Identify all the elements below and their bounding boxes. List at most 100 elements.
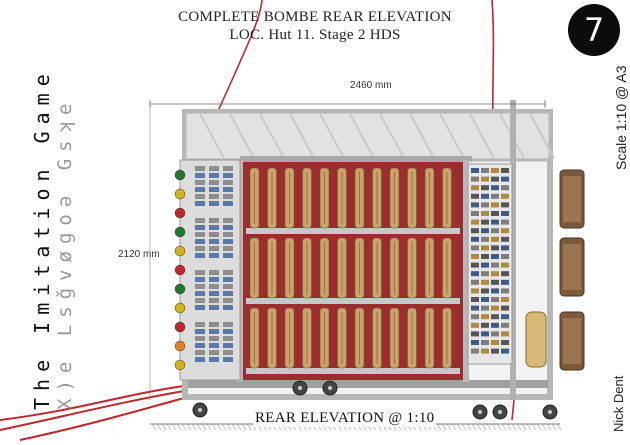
capacitor-can	[525, 311, 547, 368]
relay-switch	[491, 288, 499, 294]
top-brace	[469, 113, 495, 159]
relay-module	[223, 180, 233, 185]
ground-hatch	[456, 423, 462, 431]
indicator-lamp	[174, 226, 186, 238]
relay-module	[223, 218, 233, 223]
side-title: The Imitation Game	[30, 67, 54, 410]
relay-switch	[481, 211, 489, 216]
relay-module	[209, 253, 219, 258]
red-cable	[204, 0, 263, 141]
wheel-hub	[548, 410, 552, 414]
relay-module	[223, 350, 233, 355]
scale-note: Scale 1:10 @ A3	[613, 65, 629, 170]
side-cabinets	[525, 169, 585, 371]
ground-hatch	[216, 423, 222, 431]
right-relay-rack	[467, 163, 513, 365]
ground-hatch	[196, 423, 202, 431]
ground-hatch	[486, 423, 492, 431]
ground-hatch	[446, 423, 452, 431]
top-brace	[439, 113, 465, 159]
relay-switch	[481, 322, 489, 328]
relay-switch	[491, 331, 499, 337]
relay-module	[209, 322, 219, 327]
wheel-hub	[478, 410, 482, 414]
ground-hatch	[191, 423, 197, 431]
ground-hatch	[536, 423, 542, 431]
relay-switch	[471, 305, 479, 311]
relay-switch	[471, 193, 479, 199]
relay-module	[195, 246, 205, 251]
relay-switch	[481, 176, 489, 182]
ground-hatch	[546, 423, 552, 431]
relay-switch	[501, 185, 509, 191]
indicator-lamp	[174, 302, 186, 314]
ground-hatch	[221, 423, 227, 431]
ground-hatch	[451, 423, 457, 431]
ground-hatch	[531, 423, 537, 431]
base-rail	[188, 380, 548, 388]
relay-switch	[501, 219, 509, 225]
drum-bay	[243, 162, 463, 380]
relay-switch	[471, 262, 479, 268]
side-cipher-text: X)e Lsǧvøgoǝ Gsʞe	[54, 96, 76, 410]
relay-module	[209, 284, 219, 289]
relay-module	[209, 232, 219, 237]
relay-switch	[491, 262, 499, 268]
author-name: Nick Dent	[611, 375, 626, 432]
relay-module	[209, 194, 219, 199]
sheet-number: 7	[583, 11, 605, 49]
top-brace	[289, 113, 315, 159]
relay-module	[209, 270, 219, 275]
sheet-number-badge: 7	[568, 4, 620, 56]
relay-module	[223, 298, 233, 303]
relay-switch	[471, 279, 479, 285]
ground-hatch	[491, 423, 497, 431]
indicator-lamp	[174, 264, 186, 276]
relay-switch	[471, 340, 479, 345]
relay-switch	[481, 271, 489, 277]
right-post	[463, 160, 469, 382]
side-cabinet-face	[563, 244, 581, 290]
drum-shelf	[246, 368, 460, 374]
relay-module	[223, 225, 233, 230]
relay-switch	[471, 254, 479, 259]
relay-module	[195, 343, 205, 348]
relay-module	[223, 329, 233, 334]
relay-switch	[491, 322, 499, 328]
ground-hatch	[541, 423, 547, 431]
relay-module	[223, 239, 233, 244]
relay-switch	[481, 254, 489, 259]
ground-hatch	[186, 423, 192, 431]
relay-switch	[491, 185, 499, 191]
relay-module	[195, 305, 205, 310]
width-dimension-label: 2460 mm	[350, 80, 392, 91]
relay-module	[195, 277, 205, 282]
relay-module	[209, 218, 219, 223]
relay-module	[195, 194, 205, 199]
ground-hatch	[461, 423, 467, 431]
relay-switch	[471, 322, 479, 328]
relay-switch	[501, 168, 509, 173]
relay-switch	[481, 279, 489, 285]
relay-module	[223, 246, 233, 251]
relay-switch	[481, 297, 489, 302]
ground-hatch	[526, 423, 532, 431]
relay-module	[209, 225, 219, 230]
relay-module	[209, 187, 219, 192]
relay-switch	[471, 236, 479, 242]
ground-hatch	[511, 423, 517, 431]
relay-module	[209, 350, 219, 355]
ground-hatch	[476, 423, 482, 431]
left-relay-panel	[174, 159, 241, 381]
relay-module	[209, 343, 219, 348]
relay-switch	[471, 211, 479, 216]
relay-module	[223, 357, 233, 362]
relay-switch	[501, 202, 509, 208]
relay-module	[195, 270, 205, 275]
indicator-lamp	[174, 283, 186, 295]
relay-switch	[481, 219, 489, 225]
relay-switch	[501, 348, 509, 354]
top-brace	[529, 113, 555, 159]
ground-hatch	[516, 423, 522, 431]
top-brace	[229, 113, 255, 159]
